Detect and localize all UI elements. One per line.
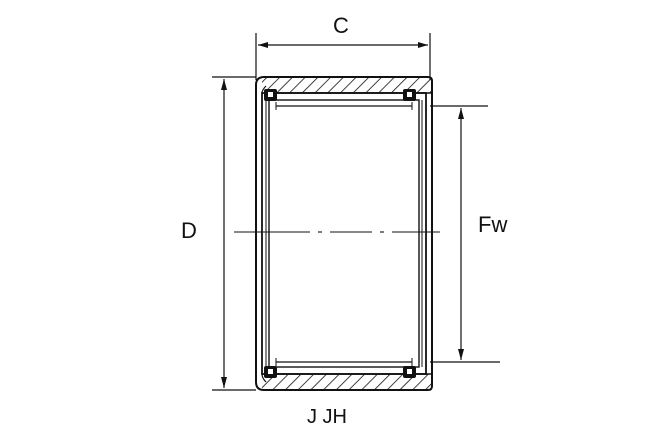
dimension-d-label: D xyxy=(181,218,197,243)
cage-rings xyxy=(264,89,416,378)
outer-cup xyxy=(255,76,433,391)
dimension-c xyxy=(255,33,431,80)
dimension-fw xyxy=(430,105,500,363)
series-caption: J JH xyxy=(307,406,347,428)
dimension-c-label: C xyxy=(333,13,349,38)
dimension-d xyxy=(212,76,256,391)
outer-cup-section xyxy=(262,77,432,390)
needle-cage xyxy=(261,92,427,375)
dimension-fw-label: Fw xyxy=(478,212,508,237)
